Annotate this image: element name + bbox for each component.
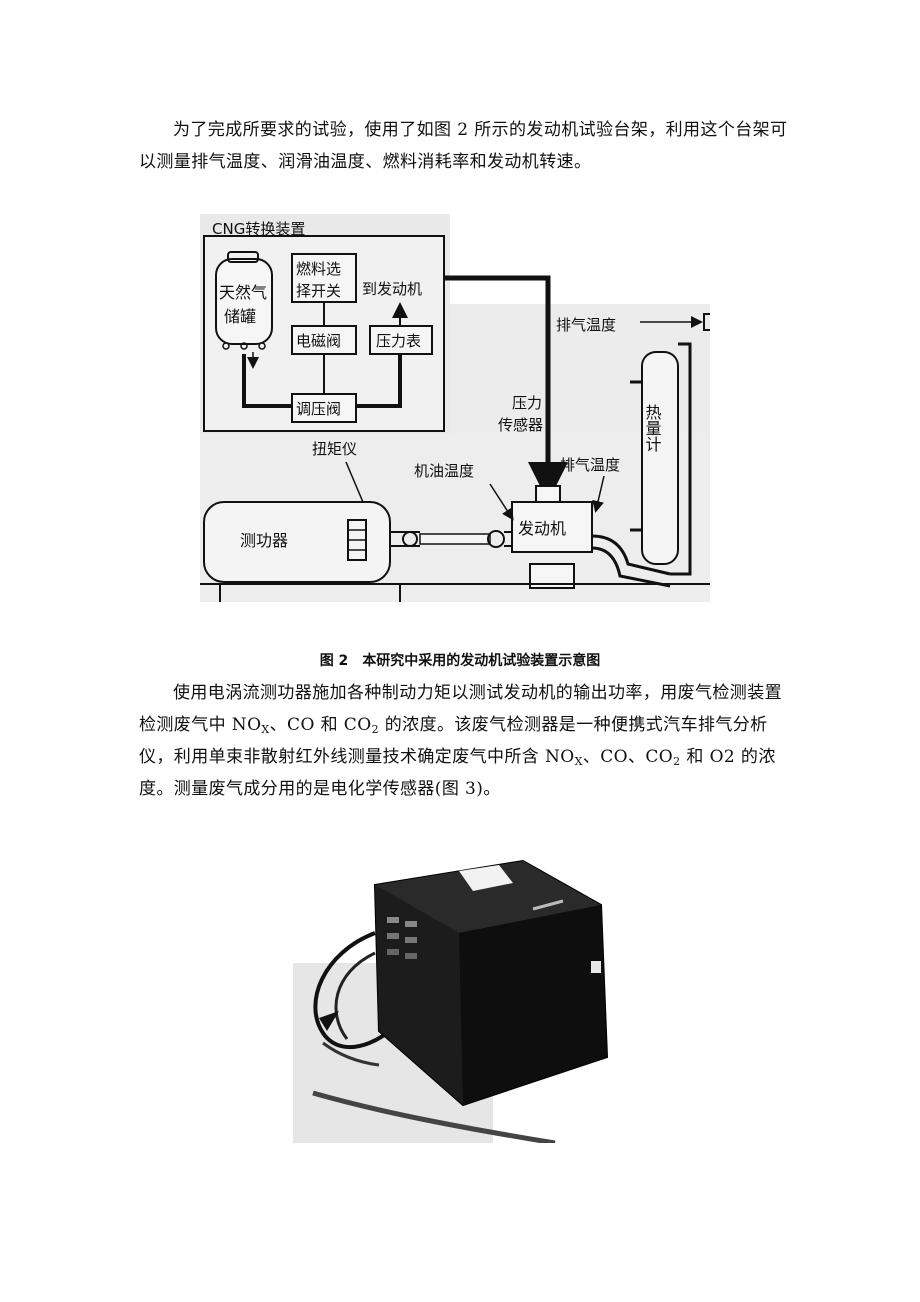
para2-sub-3: X bbox=[574, 755, 583, 768]
engine-box bbox=[511, 501, 593, 553]
solenoid-label: 电磁阀 bbox=[296, 332, 341, 350]
to-engine-label: 到发动机 bbox=[362, 280, 422, 298]
pressure-sensor bbox=[535, 485, 561, 503]
selector-label-1: 燃料选 bbox=[296, 260, 341, 278]
para2-sub-4: 2 bbox=[673, 755, 681, 768]
para2-sub-1: X bbox=[261, 723, 270, 736]
engine-test-rig-diagram: CNG转换装置 天然气 储罐 燃料选 择开关 到发动机 电磁阀 压力表 调压阀 … bbox=[200, 214, 710, 602]
pressure-sensor-label-1: 压力 bbox=[512, 394, 542, 412]
dynamometer-label: 测功器 bbox=[240, 531, 288, 550]
figure2-caption-number: 图 2 bbox=[319, 653, 349, 669]
para2-text-1: 使用电涡流测功器施加各种制动力矩以测试发动机的输出功率，用废气检测装置检测废气中… bbox=[139, 683, 782, 735]
pressure-gauge-box bbox=[369, 325, 433, 355]
gauge-label: 压力表 bbox=[376, 332, 421, 350]
dynamometer bbox=[203, 501, 391, 583]
para2-text-4: 、CO、CO bbox=[582, 747, 674, 767]
para2-text-5: 和 O2 的浓度。测量废气成分用的是电化学传感器(图 3)。 bbox=[139, 747, 776, 799]
calorimeter bbox=[641, 351, 679, 565]
para2-text-3: 的浓度。该废气检测器是一种便携式汽车排气分析仪，利用单束非散射红外线测量技术确定… bbox=[139, 715, 768, 767]
exhaust-temp-label-top: 排气温度 bbox=[556, 316, 616, 334]
gas-tank bbox=[215, 258, 273, 345]
intro-paragraph: 为了完成所要求的试验，使用了如图 2 所示的发动机试验台架，利用这个台架可以测量… bbox=[139, 120, 788, 172]
para2-sub-2: 2 bbox=[371, 723, 379, 736]
cng-label: CNG转换装置 bbox=[212, 220, 305, 238]
engine-label: 发动机 bbox=[518, 519, 566, 538]
selector-label-2: 择开关 bbox=[296, 282, 341, 300]
oil-temp-label: 机油温度 bbox=[414, 462, 474, 480]
para2-text-2: 、CO 和 CO bbox=[269, 715, 372, 735]
regulator-label: 调压阀 bbox=[296, 400, 341, 418]
fuel-selector-box bbox=[291, 253, 357, 303]
tank-label-2: 储罐 bbox=[224, 307, 256, 326]
figure2-caption: 图 2 本研究中采用的发动机试验装置示意图 bbox=[0, 650, 920, 670]
exhaust-temp-label-mid: 排气温度 bbox=[560, 456, 620, 474]
tank-label-1: 天然气 bbox=[219, 283, 267, 302]
analyzer-paragraph: 使用电涡流测功器施加各种制动力矩以测试发动机的输出功率，用废气检测装置检测废气中… bbox=[139, 677, 791, 805]
calorimeter-label: 热量计 bbox=[643, 404, 662, 452]
figure2-caption-text: 本研究中采用的发动机试验装置示意图 bbox=[362, 653, 601, 669]
gas-analyzer-photo bbox=[283, 843, 658, 1143]
torque-meter-label: 扭矩仪 bbox=[312, 440, 357, 458]
pressure-sensor-label-2: 传感器 bbox=[498, 416, 543, 434]
